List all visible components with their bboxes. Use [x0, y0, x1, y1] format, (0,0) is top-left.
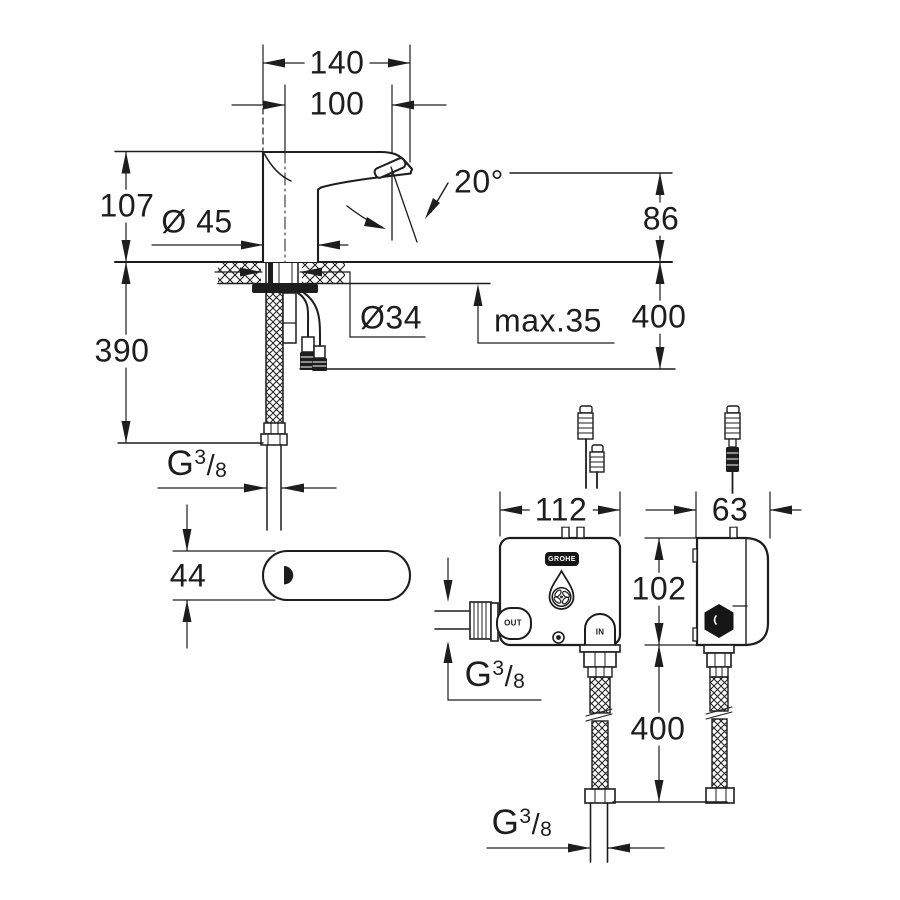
faucet-dimension-lines: [117, 58, 665, 493]
thread-letter: G: [464, 655, 493, 695]
connection-box-side-view: [692, 405, 770, 804]
water-drop-icon: [548, 569, 575, 610]
thread-slash: /: [531, 809, 541, 842]
thread-denominator: 8: [215, 459, 228, 483]
dim-box-height-label: 102: [626, 573, 692, 606]
dim-base-diameter-label: Ø 45: [161, 203, 233, 240]
fan-icon: [551, 586, 572, 608]
thread-size-faucet-label: G3/8: [167, 446, 228, 482]
faucet-front-view: [114, 44, 676, 531]
thread-denominator: 8: [513, 670, 526, 694]
dim-body-height-label: 107: [94, 190, 160, 223]
thread-numerator: 3: [492, 657, 505, 681]
dim-box-depth-label: 63: [706, 494, 754, 527]
dim-spray-angle-label: 20°: [449, 166, 509, 199]
out-port-label: OUT: [504, 618, 522, 628]
dim-box-width-label: 112: [529, 494, 593, 527]
dim-hose-length-right-label: 400: [626, 301, 692, 334]
dim-spout-reach-label: 100: [304, 88, 370, 121]
thread-denominator: 8: [540, 818, 553, 842]
thread-slash: /: [206, 450, 216, 483]
dim-outlet-height-label: 86: [637, 203, 685, 236]
thread-size-bottom-label: G3/8: [492, 805, 553, 841]
thread-slash: /: [504, 661, 514, 694]
dim-hose-length-left-label: 390: [89, 335, 155, 368]
thread-numerator: 3: [519, 805, 532, 829]
thread-size-out-label: G3/8: [465, 657, 526, 693]
grohe-logo: GROHE: [545, 552, 579, 566]
faucet-top-view: [172, 504, 412, 649]
dim-top-view-depth-label: 44: [164, 560, 212, 593]
sensor-window-icon: [284, 566, 294, 585]
thread-letter: G: [166, 444, 195, 484]
grohe-logo-text: GROHE: [548, 555, 576, 563]
connection-box-front-view: [434, 405, 622, 863]
dim-overall-width-label: 140: [304, 47, 370, 80]
thread-numerator: 3: [194, 446, 207, 470]
thread-letter: G: [491, 803, 520, 843]
dim-hole-diameter-label: Ø34: [360, 299, 422, 336]
hex-plug-icon: [704, 604, 734, 638]
in-port-label: IN: [595, 627, 605, 637]
box-dimension-lines: [443, 491, 802, 853]
dim-deck-thickness-label: max.35: [494, 302, 602, 339]
dim-box-hose-length-label: 400: [625, 713, 691, 746]
